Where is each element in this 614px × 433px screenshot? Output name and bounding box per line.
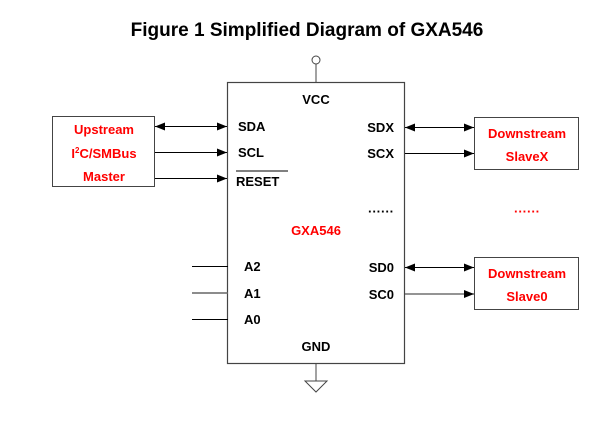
pin-a1: A1	[244, 286, 261, 301]
upstream-label-line1: Upstream	[74, 122, 134, 137]
pin-scl: SCL	[238, 145, 264, 160]
pin-a2: A2	[244, 259, 261, 274]
pin-gnd: GND	[302, 339, 331, 354]
pin-scx: SCX	[367, 146, 394, 161]
slavex-label-line1: Downstream	[488, 126, 566, 141]
pin-sd0: SD0	[369, 260, 394, 275]
slave-ellipsis: ······	[514, 204, 540, 219]
ground-icon	[303, 380, 329, 393]
pin-a0: A0	[244, 312, 261, 327]
vcc-terminal-icon	[311, 55, 321, 65]
upstream-master-box	[52, 116, 155, 187]
figure-title: Figure 1 Simplified Diagram of GXA546	[130, 20, 484, 41]
pin-sda: SDA	[238, 119, 266, 134]
slave0-label-line1: Downstream	[488, 266, 566, 281]
upstream-label-line3: Master	[83, 169, 125, 184]
pin-ellipsis: ······	[368, 204, 394, 219]
chip-name: GXA546	[291, 223, 341, 238]
slavex-label-line2: SlaveX	[506, 149, 549, 164]
upstream-label-line2: I2C/SMBus	[71, 146, 136, 161]
pin-reset: RESET	[236, 174, 279, 189]
chip-box	[226, 81, 406, 365]
downstream-slave0-box	[474, 257, 579, 310]
pin-sdx: SDX	[367, 120, 394, 135]
pin-sc0: SC0	[369, 287, 394, 302]
pin-vcc: VCC	[302, 92, 330, 107]
slave0-label-line2: Slave0	[506, 289, 547, 304]
downstream-slavex-box	[474, 117, 579, 170]
